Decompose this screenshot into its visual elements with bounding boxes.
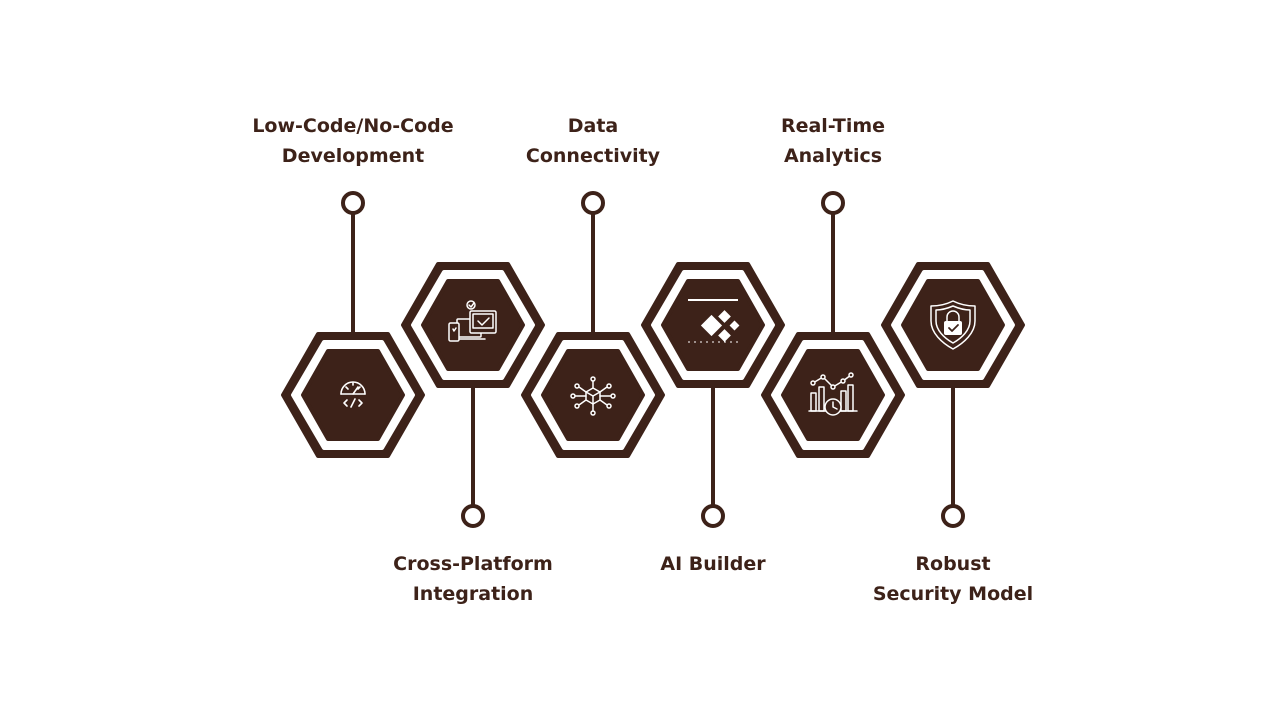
step-real-time-analytics [761, 191, 905, 458]
connector-node [461, 504, 485, 528]
speedometer-code-icon [340, 381, 366, 408]
step-low-code [281, 191, 425, 458]
step-label-real-time-analytics: Real-Time Analytics [703, 111, 963, 171]
connector-node [341, 191, 365, 215]
label-line-2: Integration [412, 583, 534, 605]
label-line-1: Real-Time [780, 115, 886, 137]
network-cube-icon [570, 376, 616, 416]
connector-node [821, 191, 845, 215]
connector-node [941, 504, 965, 528]
step-cross-platform [401, 262, 545, 528]
step-label-cross-platform: Cross-Platform Integration [343, 549, 603, 609]
step-label-low-code: Low-Code/No-Code Development [223, 111, 483, 171]
step-label-ai-builder: AI Builder [583, 549, 843, 579]
label-line-1: Robust [915, 553, 991, 575]
label-line-2: Analytics [783, 145, 883, 167]
security-shield-icon [930, 300, 976, 350]
step-robust-security [881, 262, 1025, 528]
label-line-1: Cross-Platform [393, 553, 553, 575]
step-ai-builder [641, 262, 785, 528]
connector-node [701, 504, 725, 528]
step-label-data-connectivity: Data Connectivity [463, 111, 723, 171]
label-line-1: Data [567, 115, 619, 137]
label-line-2: Development [281, 145, 425, 167]
label-line-1: AI Builder [660, 553, 766, 575]
hexagon-inner [781, 349, 885, 441]
devices-icon [448, 300, 497, 342]
hexagon-inner [301, 349, 405, 441]
label-line-1: Low-Code/No-Code [252, 115, 454, 137]
step-data-connectivity [521, 191, 665, 458]
label-line-2: Connectivity [525, 145, 661, 167]
connector-node [581, 191, 605, 215]
analytics-chart-icon [808, 372, 858, 416]
label-line-2: Security Model [872, 583, 1034, 605]
step-label-robust-security: Robust Security Model [823, 549, 1083, 609]
hexagon-inner [541, 349, 645, 441]
